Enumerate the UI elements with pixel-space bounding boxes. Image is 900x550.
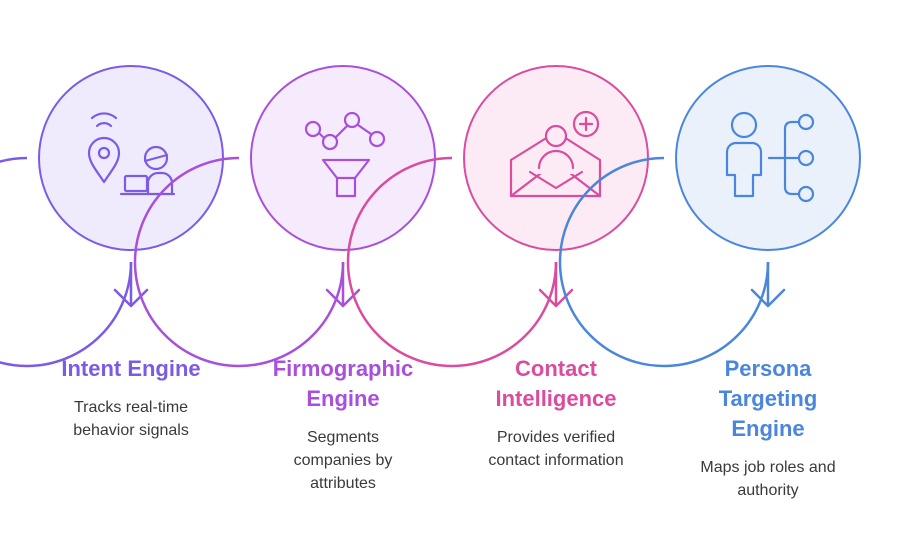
step-2-graphic [133, 65, 436, 368]
step-2-title: Firmographic Engine [243, 354, 443, 414]
step-3-desc-line: Provides verified [496, 429, 616, 446]
step-2-description: Segments companies by attributes [243, 426, 443, 495]
step-2-desc-line: companies by [293, 452, 393, 469]
step-4-arrow-head [750, 288, 786, 308]
step-2-desc-line: attributes [310, 475, 376, 492]
step-4-title-line: Persona [724, 356, 812, 381]
step-3-desc-line: contact information [488, 452, 624, 469]
step-1-title: Intent Engine [31, 354, 231, 384]
envelope-add-contact-icon [509, 110, 602, 198]
step-2-outer-arc [133, 156, 345, 368]
step-4-outer-arc [558, 156, 770, 368]
person-hierarchy-icon [725, 111, 815, 203]
step-4-title: Persona Targeting Engine [668, 354, 868, 444]
step-1-desc-line: Tracks real-time [73, 399, 189, 416]
step-1-circle [38, 65, 224, 251]
step-4-title-line: Targeting [718, 386, 818, 411]
location-pin-person-laptop-icon [87, 112, 176, 196]
step-4-desc-line: authority [737, 482, 799, 499]
step-1-description: Tracks real-time behavior signals [31, 396, 231, 442]
step-3-title: Contact Intelligence [456, 354, 656, 414]
step-3-description: Provides verified contact information [456, 426, 656, 472]
step-4-description: Maps job roles and authority [668, 456, 868, 502]
step-1-desc-line: behavior signals [73, 422, 189, 439]
step-3-title-line: Contact [515, 356, 597, 381]
step-1-text: Intent Engine Tracks real-time behavior … [31, 354, 231, 442]
step-2-title-line: Engine [306, 386, 380, 411]
step-2-title-line: Firmographic [272, 356, 414, 381]
step-4-title-line: Engine [731, 416, 805, 441]
step-3-graphic [346, 65, 649, 368]
step-1-graphic [0, 65, 224, 368]
step-1-title-line: Intent Engine [61, 356, 201, 381]
step-2-circle [250, 65, 436, 251]
step-1-outer-arc [0, 156, 133, 368]
step-4-graphic [558, 65, 861, 368]
step-3-text: Contact Intelligence Provides verified c… [456, 354, 656, 472]
step-2-desc-line: Segments [306, 429, 380, 446]
funnel-network-icon [304, 111, 386, 198]
step-2-text: Firmographic Engine Segments companies b… [243, 354, 443, 495]
step-4-text: Persona Targeting Engine Maps job roles … [668, 354, 868, 502]
step-3-outer-arc [346, 156, 558, 368]
step-3-title-line: Intelligence [495, 386, 617, 411]
step-4-desc-line: Maps job roles and [700, 459, 836, 476]
